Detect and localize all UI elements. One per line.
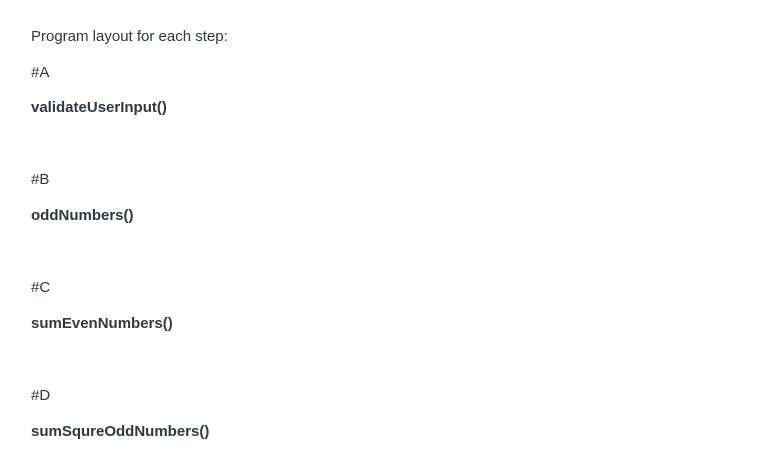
step-d-function: sumSqureOddNumbers() (31, 423, 210, 440)
step-c-label: #C (31, 279, 51, 296)
intro-text: Program layout for each step: (31, 28, 228, 45)
step-a-label: #A (31, 64, 50, 81)
step-b-label: #B (31, 171, 50, 188)
step-c-function: sumEvenNumbers() (31, 315, 173, 332)
step-a-function: validateUserInput() (31, 99, 167, 116)
step-d-label: #D (31, 387, 51, 404)
step-b-function: oddNumbers() (31, 207, 134, 224)
